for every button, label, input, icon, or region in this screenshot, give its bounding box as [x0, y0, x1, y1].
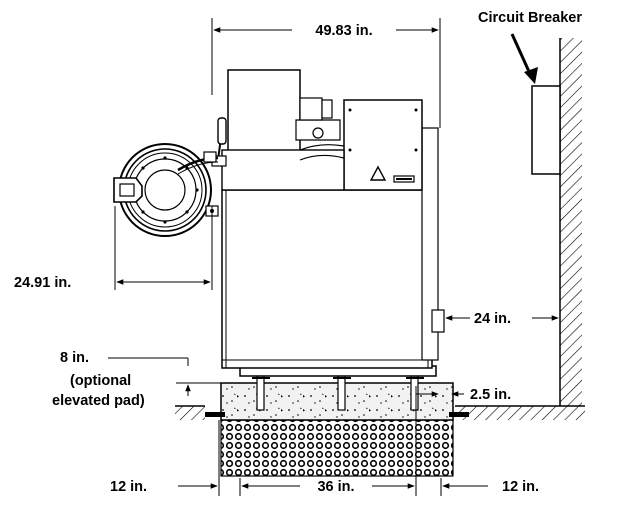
width-overall-label: 49.83 in.: [315, 23, 372, 39]
gravel-base: [220, 419, 454, 477]
generator-unit: [209, 69, 445, 377]
concrete-pad: [205, 382, 469, 421]
circuit-breaker-arrow: [510, 33, 538, 84]
depth-half-label: 24.91 in.: [14, 275, 71, 291]
wall-clearance-label: 24 in.: [474, 311, 511, 327]
pad-height-label-1: 8 in.: [60, 350, 89, 366]
pad-extension-label: 2.5 in.: [470, 387, 511, 403]
right-margin-label: 12 in.: [502, 479, 539, 495]
pad-height-label-2: (optional: [70, 373, 131, 389]
center-span-label: 36 in.: [317, 479, 354, 495]
circuit-breaker-label: Circuit Breaker: [478, 10, 582, 26]
anchor-bolts: [252, 375, 424, 411]
dimension-depth-half: [114, 206, 213, 290]
dimension-pad-height: [108, 357, 222, 396]
left-margin-label: 12 in.: [110, 479, 147, 495]
dimension-bottom-row: [178, 386, 488, 496]
pad-height-label-3: elevated pad): [52, 393, 145, 409]
dimension-width-overall: [211, 18, 441, 128]
reel-assembly: [113, 143, 219, 237]
circuit-breaker-box: [531, 85, 561, 175]
ground: [175, 405, 585, 420]
wall: [559, 38, 582, 406]
